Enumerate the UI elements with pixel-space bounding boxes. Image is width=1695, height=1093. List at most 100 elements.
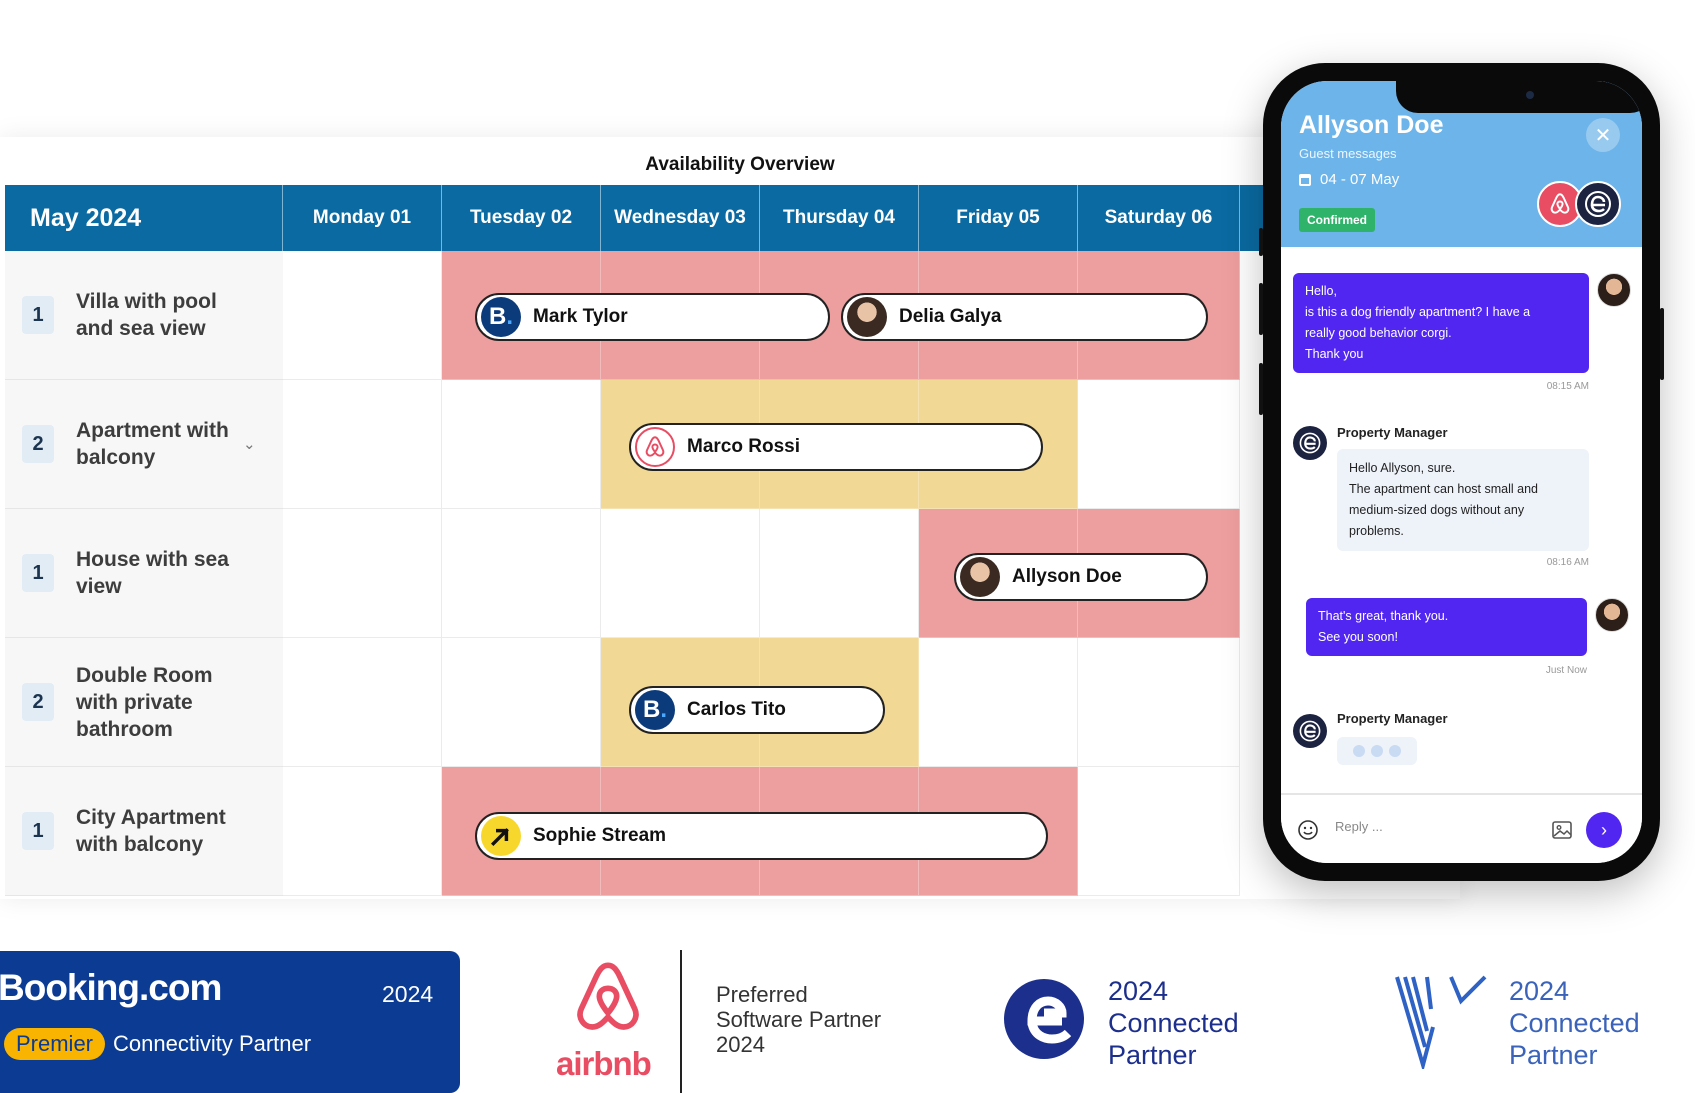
room-name: Double Room with private bathroom <box>76 663 213 741</box>
guest-name: Carlos Tito <box>687 699 786 720</box>
guest-name: Sophie Stream <box>533 825 667 846</box>
reply-input[interactable] <box>1335 819 1525 834</box>
message-line: is this a dog friendly apartment? I have… <box>1305 305 1531 319</box>
room-count: 1 <box>22 554 54 592</box>
calendar-cell[interactable] <box>1078 767 1240 896</box>
calendar-cell[interactable] <box>1078 380 1240 509</box>
message-time: Just Now <box>1545 665 1587 676</box>
booking-bar[interactable]: Marco Rossi <box>629 423 1043 471</box>
room-row-city-apartment[interactable]: 1 City Apartment with balcony <box>5 767 283 896</box>
expedia-icon <box>481 816 521 856</box>
calendar-cell[interactable] <box>601 509 760 638</box>
airbnb-icon <box>635 427 675 467</box>
phone-side-button <box>1259 283 1263 335</box>
room-row-house[interactable]: 1 House with sea view <box>5 509 283 638</box>
booking-bar[interactable]: Sophie Stream <box>475 812 1048 860</box>
send-button[interactable]: › <box>1586 812 1622 848</box>
booking-bar[interactable]: Allyson Doe <box>954 553 1208 601</box>
guest-avatar <box>1595 598 1629 632</box>
status-badge: Confirmed <box>1299 208 1375 232</box>
guest-avatar <box>1597 273 1631 307</box>
calendar-cell[interactable] <box>760 509 919 638</box>
guest-photo <box>960 557 1000 597</box>
phone-mockup: Allyson Doe Guest messages 04 - 07 May C… <box>1259 63 1664 881</box>
phone-notch <box>1396 81 1642 113</box>
message-line: Hello, <box>1305 284 1337 298</box>
camera-icon <box>1526 91 1534 99</box>
calendar-cell[interactable] <box>1078 638 1240 767</box>
calendar-cell[interactable] <box>442 509 601 638</box>
airbnb-wordmark: airbnb <box>556 1045 652 1082</box>
calendar-cell[interactable] <box>283 767 442 896</box>
calendar-cell[interactable] <box>442 380 601 509</box>
booking-icon: B. <box>635 690 675 730</box>
airbnb-partner-text: Preferred Software Partner 2024 <box>716 982 881 1057</box>
room-count: 1 <box>22 296 54 334</box>
room-count: 2 <box>22 425 54 463</box>
message-line: medium-sized dogs without any <box>1349 503 1525 517</box>
vrbo-logo-icon <box>1395 975 1487 1069</box>
vrbo-line-1: 2024 <box>1509 976 1570 1006</box>
expedia-line-2: Connected <box>1108 1008 1239 1038</box>
close-icon[interactable]: ✕ <box>1586 118 1620 152</box>
message-line: problems. <box>1349 524 1404 538</box>
booking-partner-year: 2024 <box>382 981 434 1007</box>
room-name: City Apartment with balcony <box>76 806 226 856</box>
guest-photo <box>847 297 887 337</box>
property-manager-message: Hello Allyson, sure. The apartment can h… <box>1337 449 1589 551</box>
calendar-cell[interactable] <box>283 509 442 638</box>
property-manager-logo-icon <box>1575 181 1621 227</box>
room-count: 1 <box>22 812 54 850</box>
day-header-thursday: Thursday 04 <box>760 185 919 251</box>
booking-partner-label: Connectivity Partner <box>113 1031 312 1056</box>
calendar-cell[interactable] <box>283 380 442 509</box>
room-row-double-room[interactable]: 2 Double Room with private bathroom <box>5 638 283 767</box>
calendar-cell[interactable] <box>442 638 601 767</box>
chevron-down-icon[interactable]: ⌄ <box>243 436 256 453</box>
day-header-wednesday: Wednesday 03 <box>601 185 760 251</box>
sender-label: Property Manager <box>1337 425 1448 440</box>
day-header-tuesday: Tuesday 02 <box>442 185 601 251</box>
premier-badge: Premier <box>4 1028 106 1060</box>
booking-partner-banner: Booking.com 2024 Premier Connectivity Pa… <box>0 951 460 1093</box>
phone-power-button <box>1660 308 1664 380</box>
phone-side-button <box>1259 228 1263 256</box>
booking-bar[interactable]: B. Carlos Tito <box>629 686 885 734</box>
image-icon[interactable] <box>1551 819 1573 841</box>
booking-bar[interactable]: Delia Galya <box>841 293 1208 341</box>
expedia-line-1: 2024 <box>1108 976 1169 1006</box>
expedia-logo-icon <box>1004 979 1084 1059</box>
day-header-saturday: Saturday 06 <box>1078 185 1240 251</box>
guest-message: Hello, is this a dog friendly apartment?… <box>1293 273 1589 373</box>
airbnb-line-1: Preferred <box>716 982 808 1007</box>
reply-bar: › <box>1281 793 1642 863</box>
booking-icon: B. <box>481 297 521 337</box>
month-header[interactable]: May 2024 <box>5 185 283 251</box>
airbnb-logo-icon <box>577 962 639 1030</box>
message-line: That's great, thank you. <box>1318 609 1449 623</box>
guest-name: Marco Rossi <box>687 436 800 457</box>
room-name: House with sea view <box>76 548 229 598</box>
calendar-title: Availability Overview <box>645 154 835 175</box>
guest-name: Mark Tylor <box>533 306 628 327</box>
calendar-cell[interactable] <box>283 638 442 767</box>
chat-messages: Hello, is this a dog friendly apartment?… <box>1281 247 1642 777</box>
calendar-cell[interactable] <box>919 638 1078 767</box>
room-name: Villa with pool and sea view <box>76 290 217 340</box>
calendar-cell[interactable] <box>283 251 442 380</box>
room-row-villa[interactable]: 1 Villa with pool and sea view <box>5 251 283 380</box>
room-count: 2 <box>22 683 54 721</box>
emoji-icon[interactable] <box>1297 819 1319 841</box>
chevron-right-icon: › <box>1601 819 1607 840</box>
phone-side-button <box>1259 363 1263 415</box>
room-row-apartment-balcony[interactable]: 2 Apartment with balcony ⌄ <box>5 380 283 509</box>
guest-name: Allyson Doe <box>1012 566 1122 587</box>
typing-indicator <box>1337 737 1417 765</box>
property-manager-avatar <box>1293 714 1327 748</box>
message-line: See you soon! <box>1318 630 1398 644</box>
booking-bar[interactable]: B. Mark Tylor <box>475 293 830 341</box>
day-header-friday: Friday 05 <box>919 185 1078 251</box>
property-manager-avatar <box>1293 426 1327 460</box>
channel-logos <box>1537 181 1623 229</box>
